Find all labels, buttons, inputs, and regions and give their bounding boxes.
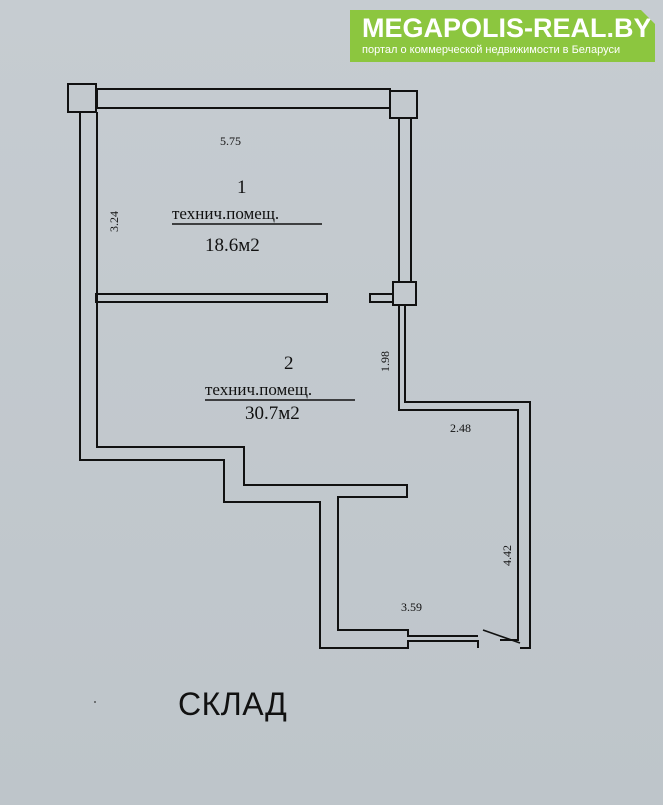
column-middle-right <box>392 281 417 306</box>
room-2-number: 2 <box>284 353 294 374</box>
dimension-step-width: 2.48 <box>450 421 471 435</box>
right-wall-upper <box>398 118 412 283</box>
room-1-area: 18.6м2 <box>205 235 260 256</box>
banner-fold-corner <box>641 10 655 24</box>
dimension-top-width: 5.75 <box>220 134 241 148</box>
door-leaf <box>482 629 521 644</box>
room-2-type: технич.помещ. <box>205 380 312 399</box>
ink-dot <box>94 701 96 703</box>
right-wall-lower-outer <box>404 305 531 649</box>
plan-caption: СКЛАД <box>178 686 288 722</box>
room-partition <box>95 293 328 303</box>
dimension-right-height: 4.42 <box>500 545 514 566</box>
dimension-bottom-width: 3.59 <box>401 600 422 614</box>
brand-banner[interactable]: MEGAPOLIS-REAL.BY портал о коммерческой … <box>350 10 655 62</box>
dimension-right-step: 1.98 <box>378 351 392 372</box>
dimension-left-height: 3.24 <box>107 211 121 232</box>
inner-wall-outline <box>96 112 478 637</box>
corner-column-top-right <box>389 90 418 119</box>
right-wall-lower <box>398 305 519 641</box>
corner-column-top-left <box>67 83 97 113</box>
room-1-type: технич.помещ. <box>172 204 279 223</box>
top-wall <box>96 88 391 109</box>
brand-tagline: портал о коммерческой недвижимости в Бел… <box>362 44 621 56</box>
room-1-number: 1 <box>237 177 247 198</box>
brand-name: MEGAPOLIS-REAL.BY <box>362 13 652 43</box>
room-2-area: 30.7м2 <box>245 403 300 424</box>
outer-wall-outline <box>79 84 479 649</box>
partition-stub <box>369 293 394 303</box>
